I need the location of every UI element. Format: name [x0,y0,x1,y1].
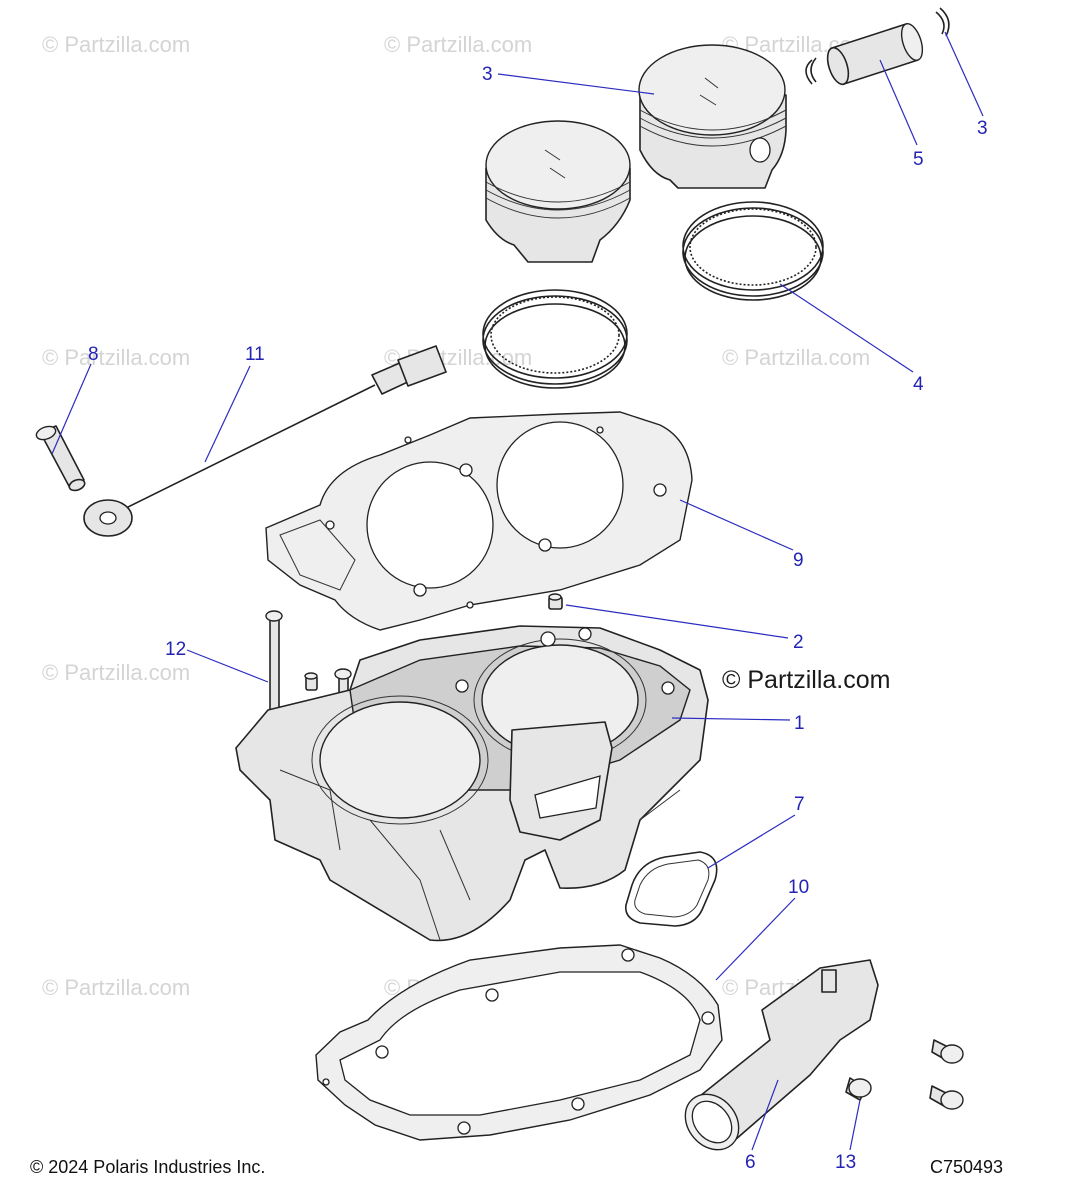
leader-lines [51,31,984,1151]
snap-ring-left[interactable] [805,57,817,85]
watermark: © Partzilla.com [42,345,190,370]
bolt-8[interactable] [35,424,87,492]
partzilla-logo: © Partzilla.com [722,666,890,694]
watermark: © Partzilla.com [42,660,190,685]
piston-right[interactable] [638,44,787,189]
callout-6: 6 [745,1152,756,1173]
callout-7: 7 [794,794,805,815]
base-gasket[interactable] [315,944,723,1141]
callout-9: 9 [793,550,804,571]
cylinder-block[interactable] [235,625,709,942]
piston-pin[interactable] [824,21,927,87]
piston-rings-right[interactable] [682,201,824,301]
callout-10: 10 [788,877,809,898]
knock-sensor[interactable] [83,345,447,537]
screw-13-c[interactable] [929,1085,964,1110]
callout-labels: 3 3 5 4 8 11 9 2 12 1 7 10 6 13 [88,64,988,1173]
callout-3-snap-ring: 3 [977,118,988,139]
watermark: © Partzilla.com [42,975,190,1000]
screw-13[interactable] [845,1077,872,1101]
copyright-text: © 2024 Polaris Industries Inc. [30,1157,266,1177]
piston-left[interactable] [485,120,631,263]
screw-13-b[interactable] [931,1039,964,1064]
o-ring-gasket[interactable] [624,851,718,927]
dowel-pin-2[interactable] [304,672,318,691]
callout-4: 4 [913,374,924,395]
snap-ring-right[interactable] [935,7,950,37]
coolant-outlet-elbow[interactable] [674,959,879,1160]
callout-2: 2 [793,632,804,653]
watermark: © Partzilla.com [722,345,870,370]
head-gasket[interactable] [265,411,693,631]
dowel-pin[interactable] [548,593,563,610]
callout-1: 1 [794,713,805,734]
callout-11: 11 [245,344,265,365]
watermark: © Partzilla.com [42,32,190,57]
callout-5: 5 [913,149,924,170]
callout-3-piston: 3 [482,64,493,85]
callout-12: 12 [165,639,186,660]
watermark: © Partzilla.com [384,32,532,57]
piston-rings-left[interactable] [482,289,628,389]
diagram-code: C750493 [930,1157,1004,1177]
callout-8: 8 [88,344,99,365]
callout-13: 13 [835,1152,856,1173]
